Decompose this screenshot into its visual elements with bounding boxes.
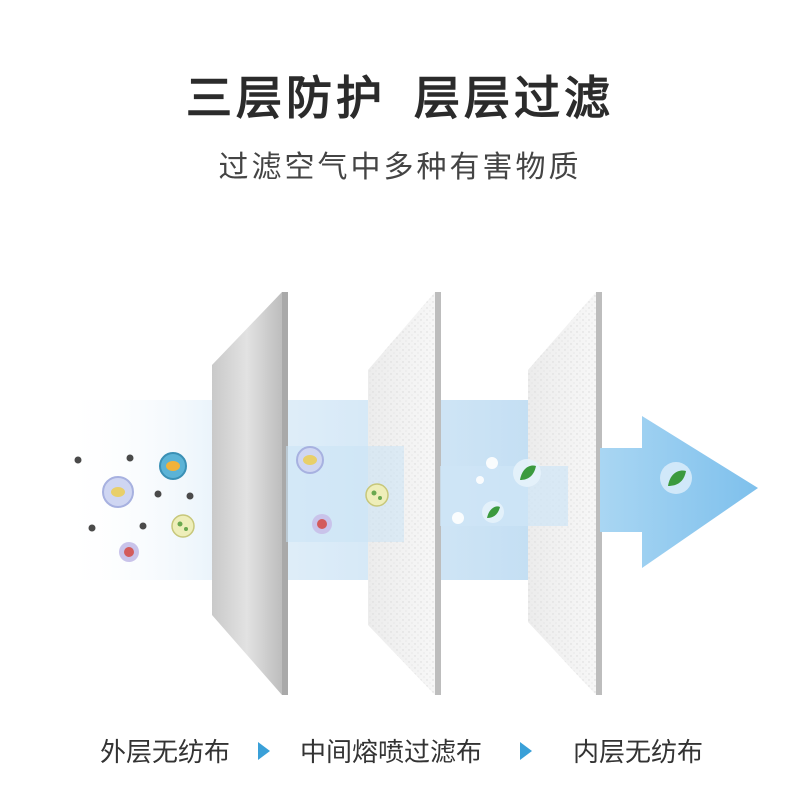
right-triangle-icon-2	[520, 742, 532, 760]
title-part-1: 三层防护	[186, 71, 386, 125]
label-outer-layer: 外层无纺布	[100, 738, 231, 768]
title-part-2: 层层过滤	[414, 71, 614, 125]
droplet-icons	[452, 457, 498, 524]
germ-icon	[171, 514, 195, 538]
virus-icon-2	[312, 514, 332, 534]
pollen-icon	[159, 452, 187, 480]
bacteria-icon-2	[296, 446, 324, 474]
bacteria-icon	[102, 476, 134, 508]
leaf-icon	[513, 459, 541, 487]
leaf-icon-2	[482, 501, 504, 523]
page-title: 三层防护层层过滤	[0, 62, 800, 128]
virus-icon	[119, 542, 139, 562]
leaf-icon-3	[660, 462, 692, 494]
right-triangle-icon	[258, 742, 270, 760]
layer-labels: 外层无纺布 中间熔喷过滤布 内层无纺布	[0, 732, 800, 772]
dust-particles	[74, 454, 194, 532]
label-middle-layer: 中间熔喷过滤布	[300, 738, 483, 768]
outer-layer-panel	[212, 292, 288, 695]
page-subtitle: 过滤空气中多种有害物质	[218, 150, 582, 185]
filtration-illustration	[60, 292, 758, 695]
label-inner-layer: 内层无纺布	[573, 738, 704, 768]
germ-icon-2	[365, 483, 389, 507]
